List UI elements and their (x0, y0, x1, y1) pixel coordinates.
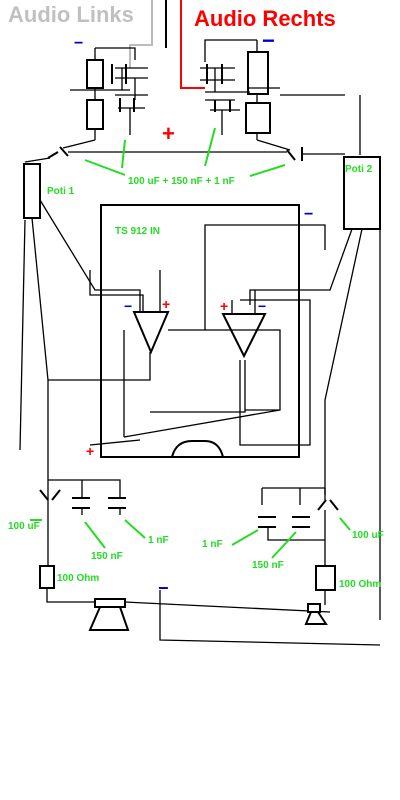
resistor-top-right-1 (247, 51, 269, 95)
sign-plus-bottom-left: + (86, 443, 94, 459)
label-poti-1: Poti 1 (47, 186, 75, 197)
title-audio-links: Audio Links (8, 2, 134, 27)
label-right-100uf: 100 uF (352, 530, 384, 541)
title-audio-rechts: Audio Rechts (194, 6, 336, 31)
label-res-right: 100 Ohm (339, 579, 381, 590)
capacitor-right-1nf (258, 516, 276, 528)
label-chip: TS 912 IN (115, 226, 160, 237)
sign-minus-op-right: − (258, 298, 266, 314)
resistor-top-right-2 (245, 102, 271, 134)
sign-plus-op-right: + (220, 298, 228, 314)
label-cap-top: 100 uF + 150 nF + 1 nF (128, 176, 235, 187)
capacitor-right-100uf (317, 499, 339, 511)
wire-top-left-cluster (62, 47, 148, 149)
resistor-left-100-ohm (39, 565, 55, 589)
chip-package (100, 204, 300, 458)
resistor-top-left-1 (86, 59, 104, 89)
capacitor-top-right-b (214, 100, 231, 112)
input-line-left (129, 0, 153, 68)
sign-minus-op-left: − (124, 298, 132, 314)
wire-chip-internal (48, 224, 326, 446)
pointer-cap-top (84, 127, 286, 177)
op-amp-right (221, 313, 267, 359)
sign-minus-chip: − (304, 206, 313, 223)
capacitor-left-1nf (108, 497, 126, 509)
wire-poti-2 (249, 228, 381, 620)
sign-minus-bottom: − (158, 578, 169, 598)
sign-minus-top-right: − (262, 28, 275, 53)
chip-notch (171, 440, 224, 458)
resistor-right-100-ohm (315, 565, 336, 591)
capacitor-top-right-a (206, 64, 223, 84)
label-left-100uf: 100 uF (8, 521, 40, 532)
sign-plus-top: + (162, 121, 175, 146)
resistor-top-left-2 (86, 99, 104, 130)
op-amp-left (132, 311, 170, 355)
capacitor-top-left-a (111, 64, 127, 84)
wire-top-rail (24, 95, 361, 163)
capacitor-top-left-bypass (47, 146, 69, 159)
input-line-right (180, 0, 205, 89)
sign-minus-top-left: − (74, 35, 83, 52)
potentiometer-1 (23, 163, 41, 219)
capacitor-top-left-b (119, 98, 135, 112)
label-left-1nf: 1 nF (148, 535, 169, 546)
capacitor-left-150nf (72, 497, 90, 509)
potentiometer-2 (343, 156, 381, 230)
speaker-right (304, 603, 328, 625)
capacitor-left-100uf (39, 489, 61, 501)
wire-right-caps (261, 487, 326, 565)
wire-poti-1 (19, 199, 141, 480)
label-left-150nf: 150 nF (91, 551, 123, 562)
pointer-left-caps (30, 519, 146, 549)
label-right-1nf: 1 nF (202, 539, 223, 550)
wire-left-caps (47, 439, 141, 565)
sign-plus-op-left: + (162, 296, 170, 312)
wire-top-right-cluster (200, 39, 345, 151)
label-res-left: 100 Ohm (57, 573, 99, 584)
speaker-left (88, 598, 130, 631)
label-right-150nf: 150 nF (252, 560, 284, 571)
capacitor-right-150nf (292, 516, 310, 528)
pointer-right-caps (231, 517, 351, 559)
wire-left-speaker (46, 588, 381, 646)
label-poti-2: Poti 2 (345, 164, 373, 175)
